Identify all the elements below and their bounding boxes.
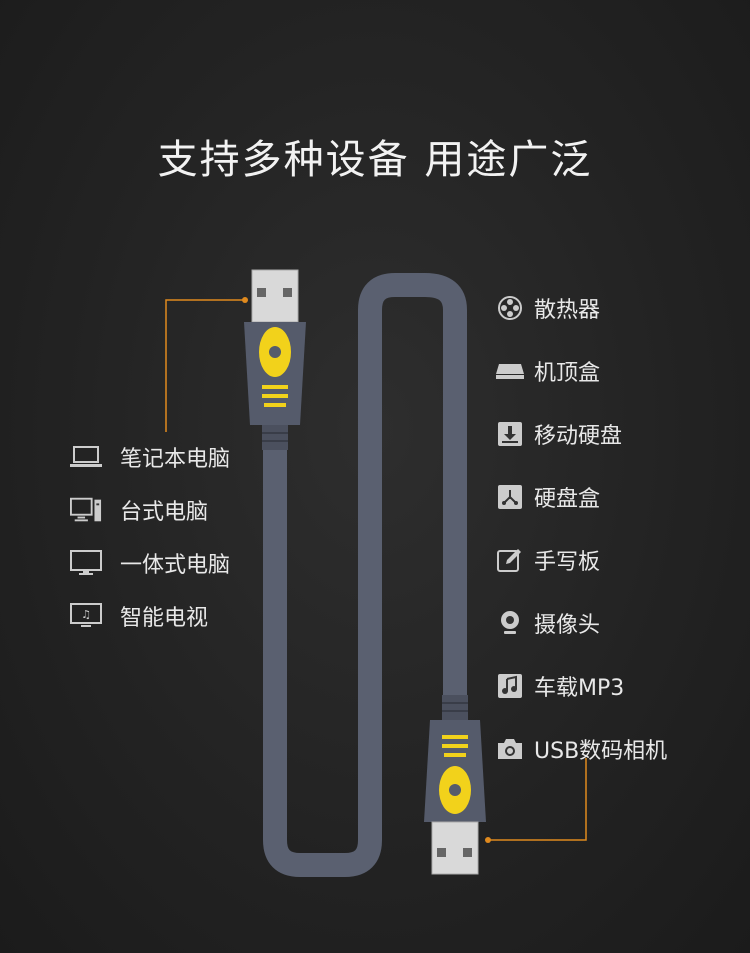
tablet-pen-icon xyxy=(496,546,524,574)
cable-body xyxy=(263,273,467,877)
device-label: 散热器 xyxy=(534,297,601,323)
device-label: 台式电脑 xyxy=(120,499,209,525)
webcam-icon xyxy=(496,609,524,637)
right-pointer-line xyxy=(485,758,587,843)
device-item-webcam: 摄像头 xyxy=(496,591,667,654)
device-label: 车载MP3 xyxy=(534,675,625,701)
device-item-drive-enclosure: 硬盘盒 xyxy=(496,465,667,528)
device-label: 一体式电脑 xyxy=(120,552,231,578)
device-label: 手写板 xyxy=(534,549,601,575)
device-label: 摄像头 xyxy=(534,612,601,638)
device-item-portable-drive: 移动硬盘 xyxy=(496,402,667,465)
device-label: USB数码相机 xyxy=(534,738,668,764)
set-top-box-icon xyxy=(496,357,524,385)
svg-text:♫: ♫ xyxy=(81,608,91,621)
device-item-car-mp3: 车载MP3 xyxy=(496,654,667,717)
portable-drive-icon xyxy=(496,420,524,448)
device-item-camera: USB数码相机 xyxy=(496,717,667,780)
laptop-icon xyxy=(70,441,102,473)
right-device-list: 散热器 机顶盒 移动硬盘 硬盘盒 手写板 摄像头 车载MP3 xyxy=(496,276,667,780)
music-note-icon xyxy=(496,672,524,700)
device-label: 智能电视 xyxy=(120,605,209,631)
usb-plug-bottom xyxy=(424,695,486,875)
device-item-all-in-one: 一体式电脑 xyxy=(70,536,230,589)
device-item-tablet-pen: 手写板 xyxy=(496,528,667,591)
usb-plug-top xyxy=(244,269,306,450)
smart-tv-icon: ♫ xyxy=(70,600,102,632)
device-label: 移动硬盘 xyxy=(534,423,623,449)
fan-icon xyxy=(496,294,524,322)
device-item-desktop: 台式电脑 xyxy=(70,483,230,536)
device-item-fan: 散热器 xyxy=(496,276,667,339)
device-label: 机顶盒 xyxy=(534,360,601,386)
left-pointer-line xyxy=(165,297,248,432)
drive-enclosure-icon xyxy=(496,483,524,511)
device-item-laptop: 笔记本电脑 xyxy=(70,430,230,483)
device-item-smart-tv: ♫ 智能电视 xyxy=(70,589,230,642)
page-title: 支持多种设备 用途广泛 xyxy=(157,136,593,183)
left-device-list: 笔记本电脑 台式电脑 一体式电脑 ♫ 智能电视 xyxy=(70,430,230,642)
device-label: 笔记本电脑 xyxy=(120,446,231,472)
monitor-icon xyxy=(70,547,102,579)
desktop-pc-icon xyxy=(70,494,102,526)
device-item-set-top-box: 机顶盒 xyxy=(496,339,667,402)
device-label: 硬盘盒 xyxy=(534,486,601,512)
camera-icon xyxy=(496,735,524,763)
